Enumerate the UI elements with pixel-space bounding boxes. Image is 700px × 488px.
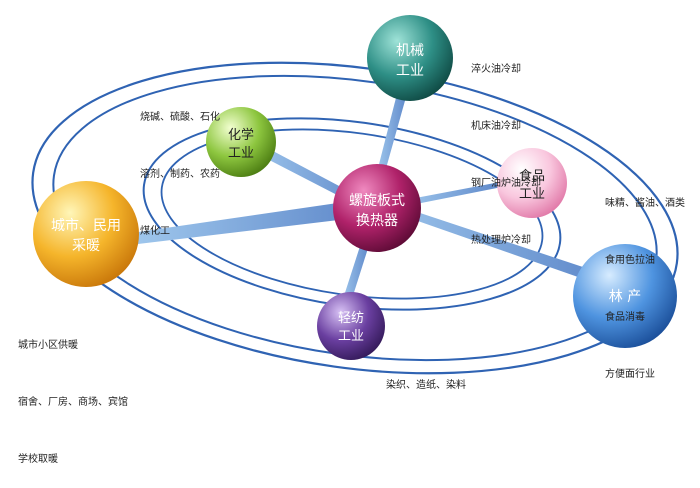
node-chemical-line-2: 工业 xyxy=(228,146,254,161)
annotation-food-4: 方便面行业 xyxy=(605,369,655,380)
node-chemical: 化学 工业 xyxy=(206,107,276,177)
annotation-machinery-3: 钢厂油炉油冷却 xyxy=(471,178,541,189)
spoke-city xyxy=(138,198,372,244)
node-food-line-2: 工业 xyxy=(519,187,545,202)
annotation-food-1: 味精、酱油、酒类 xyxy=(605,198,685,209)
spoke-food xyxy=(405,182,502,206)
node-forestry: 林 产 xyxy=(573,244,677,348)
spoke-machinery xyxy=(377,90,408,172)
node-chemical-line-1: 化学 xyxy=(228,127,254,143)
node-textile: 轻纺 工业 xyxy=(317,292,385,360)
annotation-city-3: 学校取暖 xyxy=(18,454,58,465)
annotation-food: 味精、酱油、酒类 食用色拉油 食品消毒 方便面行业 xyxy=(605,156,685,403)
annotation-chemical-1: 烧碱、硫酸、石化 xyxy=(140,112,220,123)
node-machinery: 机械 工业 xyxy=(367,15,453,101)
node-city-line-2: 采暖 xyxy=(72,238,100,254)
hub-line-2: 换热器 xyxy=(356,212,398,229)
annotation-chemical-2: 溶剂、制药、农药 xyxy=(140,169,220,180)
application-diagram: 城市、民用 采暖 化学 工业 机械 工业 食品 工业 轻纺 工业 林 产 螺旋板… xyxy=(31,15,679,375)
spoke-textile xyxy=(342,240,370,305)
annotation-city-2: 宿舍、厂房、商场、宾馆 xyxy=(18,397,128,408)
node-food-line-1: 食品 xyxy=(519,168,545,184)
annotation-textile-1: 染织、造纸、染料 xyxy=(386,380,466,391)
annotation-machinery: 淬火油冷却 机床油冷却 钢厂油炉油冷却 热处理炉冷却 xyxy=(471,22,541,269)
annotation-machinery-1: 淬火油冷却 xyxy=(471,64,521,75)
annotation-food-2: 食用色拉油 xyxy=(605,255,655,266)
spokes xyxy=(138,90,610,305)
annotation-food-3: 食品消毒 xyxy=(605,312,645,323)
spoke-forestry xyxy=(372,203,610,284)
annotation-chemical: 烧碱、硫酸、石化 溶剂、制药、农药 煤化工 xyxy=(140,70,220,260)
node-city: 城市、民用 采暖 xyxy=(33,181,139,287)
hub-line-1: 螺旋板式 xyxy=(349,193,405,209)
node-machinery-line-1: 机械 xyxy=(396,43,424,59)
annotation-textile: 染织、造纸、染料 xyxy=(386,338,466,414)
annotation-machinery-4: 热处理炉冷却 xyxy=(471,235,531,246)
node-textile-line-2: 工业 xyxy=(338,329,364,344)
annotation-city: 城市小区供暖 宿舍、厂房、商场、宾馆 学校取暖 xyxy=(18,298,128,488)
node-forestry-line-1: 林 产 xyxy=(609,289,641,305)
node-textile-line-1: 轻纺 xyxy=(338,311,364,326)
node-city-line-1: 城市、民用 xyxy=(51,217,121,234)
node-machinery-line-2: 工业 xyxy=(396,63,424,79)
annotation-city-1: 城市小区供暖 xyxy=(18,340,78,351)
annotation-chemical-3: 煤化工 xyxy=(140,226,170,237)
annotation-machinery-2: 机床油冷却 xyxy=(471,121,521,132)
node-hub: 螺旋板式 换热器 xyxy=(333,164,421,252)
node-food: 食品 工业 xyxy=(497,148,567,218)
